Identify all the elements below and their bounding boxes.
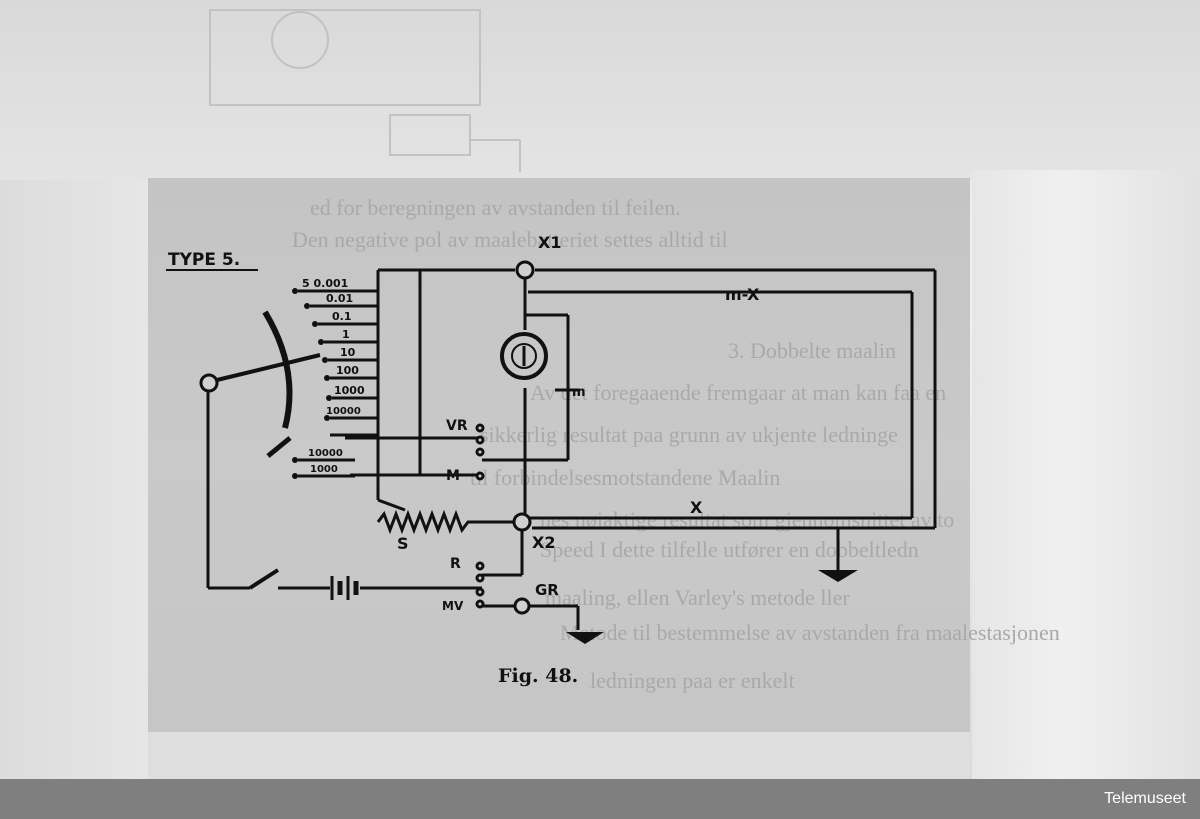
tap-label: 100 bbox=[336, 364, 359, 377]
vr-label: VR bbox=[446, 418, 468, 434]
key-switch-icon bbox=[248, 568, 280, 590]
gr-label: GR bbox=[535, 581, 559, 599]
terminals bbox=[199, 260, 535, 615]
galvanometer-icon bbox=[500, 332, 548, 380]
bg-line-11: ledningen paa er enkelt bbox=[590, 668, 795, 693]
bg-line-4: Av det foregaaende fremgaar at man kan f… bbox=[530, 380, 946, 405]
plate-bottom-strip bbox=[148, 732, 970, 779]
wiring bbox=[206, 268, 937, 630]
resistor-s-icon bbox=[376, 509, 472, 535]
x2-label: X2 bbox=[532, 533, 555, 552]
ghost-drawing bbox=[209, 9, 521, 172]
bg-line-5: sikkerlig resultat paa grunn av ukjente … bbox=[480, 422, 898, 447]
bg-line-10: Metode til bestemmelse av avstanden fra … bbox=[560, 620, 1060, 645]
m-label: M bbox=[446, 468, 460, 484]
r-label: R bbox=[450, 556, 461, 572]
tap-label: 5 0.001 bbox=[302, 277, 348, 290]
x-label: X bbox=[690, 498, 703, 517]
battery-icon bbox=[330, 576, 359, 600]
mv-label: MV bbox=[442, 599, 464, 613]
ground-symbols bbox=[566, 570, 858, 644]
bg-line-3: 3. Dobbelte maalin bbox=[728, 338, 896, 363]
tap-labels: 5 0.001 0.01 0.1 1 10 100 1000 10000 100… bbox=[302, 277, 365, 475]
left-page-margin bbox=[0, 180, 148, 779]
footer-bar: Telemuseet bbox=[0, 779, 1200, 819]
tap-label: 0.01 bbox=[326, 292, 353, 305]
m-minus-x-label: m-X bbox=[725, 285, 760, 304]
tap-label: 10000 bbox=[326, 406, 361, 417]
upper-page-sheet bbox=[0, 0, 1200, 180]
right-page-margin bbox=[972, 170, 1200, 779]
resistance-taps bbox=[298, 289, 378, 478]
type-label: TYPE 5. bbox=[168, 250, 240, 270]
tap-label: 1000 bbox=[310, 464, 338, 475]
bg-line-9: maaling, ellen Varley's metode ller bbox=[545, 585, 850, 610]
figure-caption: Fig. 48. bbox=[498, 665, 578, 687]
credit-text: Telemuseet bbox=[1104, 790, 1186, 807]
bg-line-6: til forbindelsesmotstandene Maalin bbox=[470, 465, 780, 490]
tap-label: 1000 bbox=[334, 384, 365, 397]
galvanometer-m-label: m bbox=[572, 385, 586, 400]
x1-label: X1 bbox=[538, 233, 561, 252]
s-label: S bbox=[397, 534, 409, 553]
tap-label: 10 bbox=[340, 346, 356, 359]
tap-label: 1 bbox=[342, 328, 350, 341]
bg-line-8: Speed I dette tilfelle utfører en dobbel… bbox=[540, 537, 919, 562]
selector-switch bbox=[216, 310, 321, 458]
tap-label: 10000 bbox=[308, 448, 343, 459]
circuit-diagram: ed for beregningen av avstanden til feil… bbox=[166, 9, 1060, 693]
diagram-labels: TYPE 5. X1 X2 m-X X m VR M S R GR MV bbox=[166, 233, 760, 613]
tap-contacts bbox=[292, 288, 332, 479]
bg-line-1: ed for beregningen av avstanden til feil… bbox=[310, 195, 681, 220]
bg-line-2: Den negative pol av maalebatteriet sette… bbox=[292, 227, 728, 252]
tap-label: 0.1 bbox=[332, 310, 352, 323]
